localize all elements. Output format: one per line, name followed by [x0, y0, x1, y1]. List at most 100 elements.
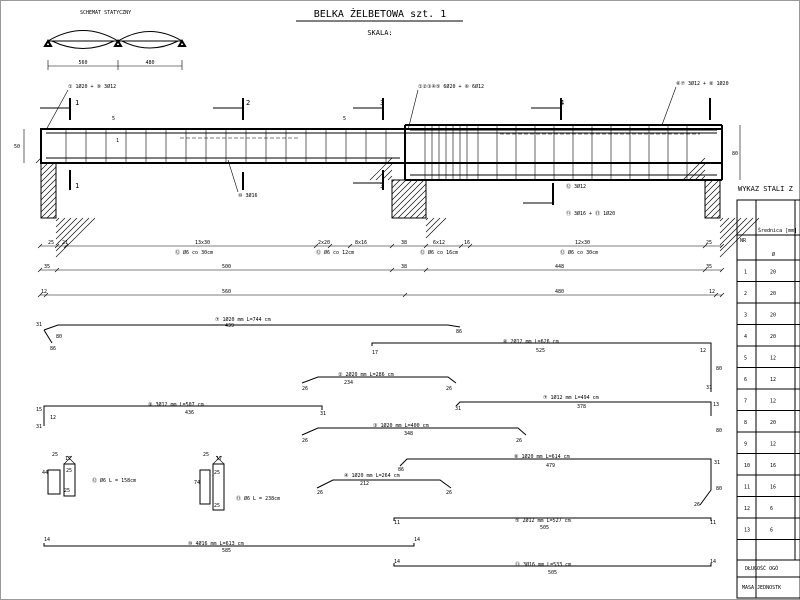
hatch-line — [369, 157, 393, 181]
hatch-line — [46, 208, 57, 219]
scale-label: SKALA: — [367, 29, 392, 37]
table-cell-nr: 6 — [744, 377, 747, 383]
dim-r1-sub-3: ⑫ Ø6 co 30cm — [560, 249, 598, 256]
table-cell-dia: 12 — [770, 442, 776, 448]
hatch-line — [52, 214, 57, 219]
dim-tick — [54, 243, 60, 249]
table-cell-nr: 5 — [744, 356, 747, 362]
bar-9-d: 31 — [320, 411, 326, 417]
bar-4-mark: ④ 1Ø20 mm L=264 cm — [344, 472, 400, 479]
bar-2-a: 26 — [302, 386, 308, 392]
hatch-line — [719, 217, 730, 228]
bar-3-a: 26 — [302, 438, 308, 444]
dim-r1-9: 25 — [706, 240, 712, 246]
dim-r1-2: 13x30 — [195, 240, 210, 246]
steel-table-col-dia-sym: Ø — [772, 251, 775, 258]
table-cell-nr: 1 — [744, 270, 747, 276]
bar-8-len: 479 — [546, 463, 555, 469]
callout-bottom-right: ⑪ 3Ø16 + ⑬ 1Ø20 — [566, 210, 615, 217]
bar-10-a: 14 — [44, 537, 50, 543]
table-cell-nr: 8 — [744, 420, 747, 426]
hatch-line — [425, 217, 447, 239]
dim-r1-8: 12x30 — [575, 240, 590, 246]
callout-top-mid: ①②③④⑤ 6Ø20 + ⑥ 6Ø12 — [418, 83, 484, 90]
dim-r2-1: 500 — [222, 264, 231, 270]
dim-tick — [54, 267, 60, 273]
dim-r1-5: 38 — [401, 240, 407, 246]
hatch-line — [425, 217, 441, 233]
hatch-line — [704, 179, 714, 189]
dim-tick — [313, 243, 319, 249]
bar-shapes — [43, 324, 712, 567]
hatch-line — [40, 178, 57, 195]
bar-10-b: 14 — [414, 537, 420, 543]
callout-top-left: ① 1Ø20 + ⑨ 3Ø12 — [68, 83, 116, 90]
bar-8-c: 80 — [716, 486, 722, 492]
hatch-line — [397, 189, 427, 219]
bar-9-b: 12 — [50, 415, 56, 421]
dim-r2-2: 38 — [401, 264, 407, 270]
hatch-line — [391, 179, 419, 207]
hatch-line — [700, 175, 706, 181]
bar-11-len: 505 — [548, 570, 557, 576]
bar-9-len: 436 — [185, 410, 194, 416]
stirrup-12-d3: 25 — [66, 468, 72, 474]
dim-r2-3: 448 — [555, 264, 564, 270]
static-scheme-label: SCHEMAT STATYCZNY — [80, 10, 131, 16]
dim-tick — [702, 267, 708, 273]
bar-4-a: 26 — [317, 490, 323, 496]
bar-8-a: 86 — [398, 467, 404, 473]
hatch-line — [391, 179, 425, 213]
hatch-line — [425, 217, 435, 227]
hatch-line — [40, 184, 57, 201]
hatch-line — [55, 217, 90, 252]
section-mark-1b: 1 — [75, 182, 79, 190]
hatch-line — [719, 217, 742, 240]
bar-mark-1: 1 — [116, 138, 119, 144]
bar-8-b: 31 — [714, 460, 720, 466]
bar-2-b: 26 — [446, 386, 452, 392]
hatch-line — [55, 217, 84, 246]
bar-3-len: 348 — [404, 431, 413, 437]
bar-7b-b: 13 — [713, 402, 719, 408]
bar-4-len: 212 — [360, 481, 369, 487]
bar-6-a: 17 — [372, 350, 378, 356]
dim-tick — [719, 267, 725, 273]
dim-r2-4: 35 — [706, 264, 712, 270]
hatch-line — [704, 202, 721, 219]
hatch-line — [710, 208, 721, 219]
bar-2-mark: ② 2Ø20 mm L=286 cm — [338, 371, 394, 378]
hatch-line — [704, 184, 721, 201]
table-cell-dia: 20 — [770, 420, 776, 426]
bar-4-b: 26 — [446, 490, 452, 496]
callout-bottom-mid: ⑫ 3Ø12 — [566, 183, 586, 190]
stirrup-12-d2: 44 — [42, 470, 48, 476]
dim-tick — [458, 243, 464, 249]
bar-7-len: 439 — [225, 323, 234, 329]
bar-mark-5b: 5 — [343, 116, 346, 122]
bar-6-mark: ⑥ 2Ø12 mm L=626 cm — [503, 338, 559, 345]
table-cell-dia: 16 — [770, 463, 776, 469]
static-scheme — [43, 30, 187, 70]
dim-tick — [423, 243, 429, 249]
table-cell-nr: 3 — [744, 313, 747, 319]
table-cell-dia: 16 — [770, 485, 776, 491]
hatch-line — [719, 217, 748, 246]
stirrup-13-d4: 25 — [214, 503, 220, 509]
hatch-line — [719, 217, 760, 258]
hatch-line — [694, 169, 706, 181]
stirrup-13-label: ⑬ Ø6 L = 238cm — [236, 495, 280, 502]
dim-tick — [719, 243, 725, 249]
dim-r1-3: 2x20 — [318, 240, 330, 246]
steel-table-title: WYKAZ STALI Z — [738, 185, 793, 193]
bar-9-mark: ⑨ 3Ø12 mm L=507 cm — [148, 401, 204, 408]
bar-7b-a: 31 — [455, 406, 461, 412]
bar-mark-5a: 5 — [112, 116, 115, 122]
bar-8-d: 26 — [694, 502, 700, 508]
dim-tick — [702, 243, 708, 249]
dim-tick — [389, 243, 395, 249]
dim-r1-7: 16 — [464, 240, 470, 246]
bar-11-mark: ⑪ 3Ø16 mm L=533 cm — [515, 561, 571, 568]
dim-tick — [389, 267, 395, 273]
